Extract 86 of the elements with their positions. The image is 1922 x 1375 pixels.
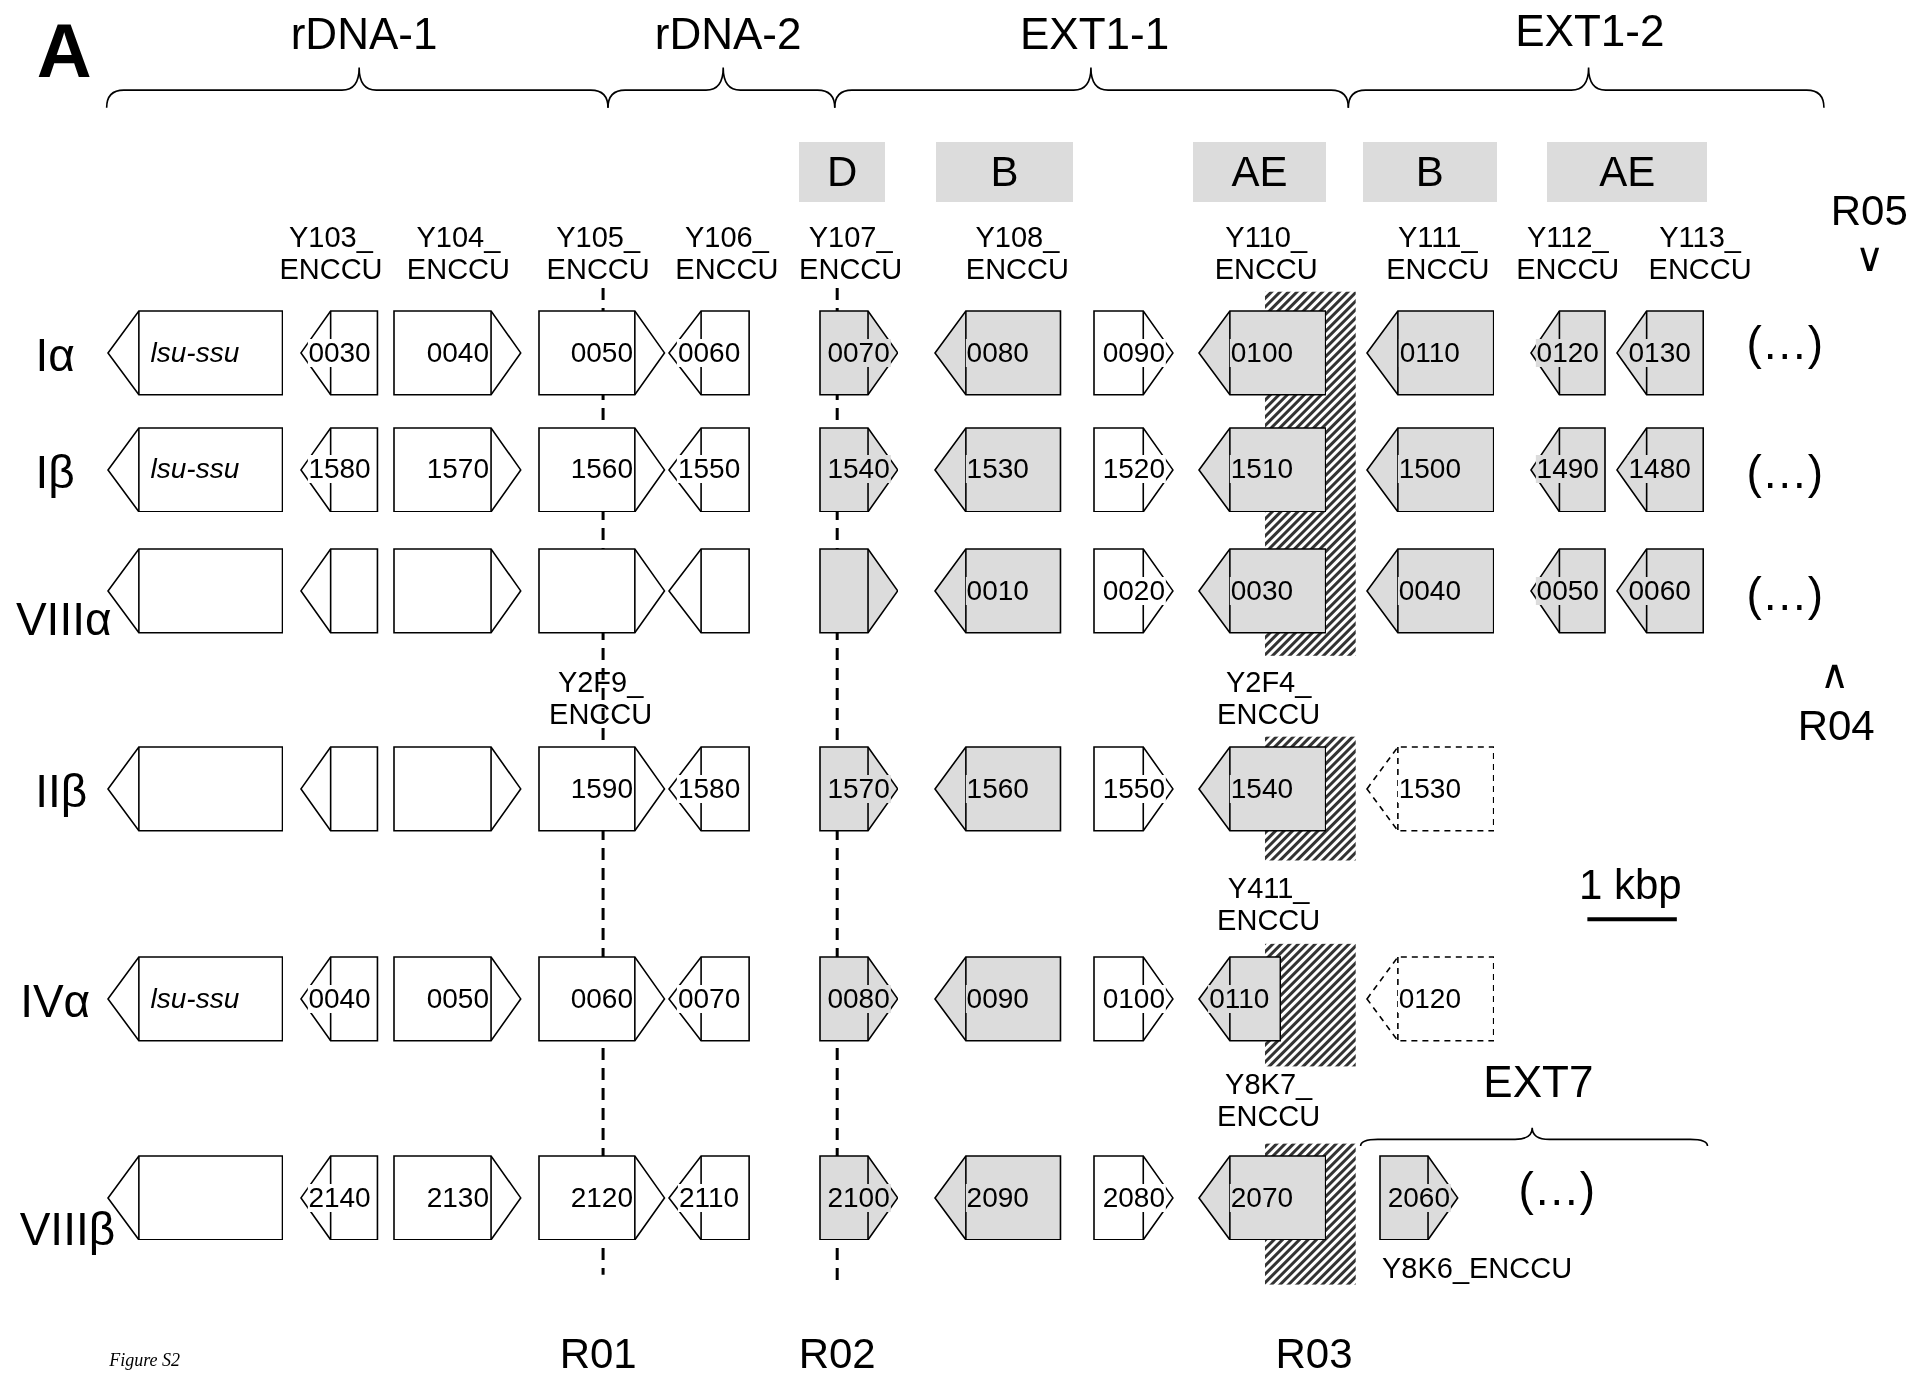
gene-id: 2090 xyxy=(965,1183,1030,1212)
gene-id: 1550 xyxy=(676,455,742,484)
gene-name: Y2F9_ ENCCU xyxy=(549,666,653,731)
gene-id: 1540 xyxy=(826,455,891,484)
domain-label: AE xyxy=(1546,142,1708,203)
ellipsis: (…) xyxy=(1746,317,1823,369)
strain-label: IVα xyxy=(20,976,91,1027)
gene-id: 0040 xyxy=(1397,576,1462,605)
gene-id: 0030 xyxy=(307,339,372,367)
gene-name: Y2F4_ ENCCU xyxy=(1217,666,1321,731)
gene-id: 2100 xyxy=(826,1183,891,1212)
region-title: rDNA-1 xyxy=(290,10,438,59)
strain-label: Iα xyxy=(35,330,75,381)
gene-id: 0010 xyxy=(965,576,1030,605)
gene-id: 1560 xyxy=(965,775,1030,804)
gene-id: 1540 xyxy=(1229,775,1295,804)
region-label: R02 xyxy=(798,1331,876,1375)
panel-letter: A xyxy=(36,9,92,94)
gene-id: 2070 xyxy=(1229,1183,1295,1212)
region-label: R05 xyxy=(1830,187,1908,234)
domain-label: B xyxy=(936,142,1073,203)
gene-name: Y8K7_ ENCCU xyxy=(1217,1068,1321,1133)
gene-id: 1510 xyxy=(1229,455,1295,484)
region-label: R04 xyxy=(1797,702,1875,749)
gene-name: Y105_ ENCCU xyxy=(546,221,650,286)
caret-mark: ∨ xyxy=(1854,235,1884,280)
gene-id: 2140 xyxy=(307,1183,372,1212)
gene-id: 0070 xyxy=(826,339,891,367)
region-title: rDNA-2 xyxy=(654,10,802,59)
scale-label: 1 kbp xyxy=(1578,861,1682,909)
gene-id: 0080 xyxy=(965,339,1030,367)
strain-label: Iβ xyxy=(35,446,75,498)
gene-name: Y104_ ENCCU xyxy=(406,221,510,286)
gene-id: 1520 xyxy=(1101,455,1166,484)
gene-id: 1580 xyxy=(676,775,742,804)
gene-id: 0050 xyxy=(1535,576,1600,605)
gene-id: 0080 xyxy=(826,985,891,1013)
gene-id: 0120 xyxy=(1535,339,1600,367)
figure-label: Figure S2 xyxy=(109,1350,181,1371)
gene-id: 0030 xyxy=(1229,576,1295,605)
region-label: R03 xyxy=(1275,1331,1353,1375)
gene-name: Y112_ ENCCU xyxy=(1516,221,1620,286)
gene-id: 0070 xyxy=(676,985,742,1013)
gene-name: Y111_ ENCCU xyxy=(1386,221,1490,286)
gene-id: 2060 xyxy=(1386,1183,1451,1212)
ellipsis: (…) xyxy=(1746,446,1823,498)
gene-id: 0130 xyxy=(1627,339,1692,367)
gene-name: Y107_ ENCCU xyxy=(799,221,903,286)
strain-label: VIIIα xyxy=(15,593,112,645)
gene-name: Y106_ ENCCU xyxy=(675,221,779,286)
gene-id: 0100 xyxy=(1229,339,1295,367)
ellipsis: (…) xyxy=(1746,569,1823,620)
strain-label: VIIIβ xyxy=(19,1204,116,1255)
domain-label: D xyxy=(799,142,885,203)
gene-id: 0060 xyxy=(676,339,742,367)
gene-id: 1490 xyxy=(1535,455,1600,484)
gene-name: Y113_ ENCCU xyxy=(1648,221,1752,286)
gene-name: Y8K6_ENCCU xyxy=(1381,1252,1573,1285)
gene-id: 0040 xyxy=(307,985,372,1013)
region-title: EXT1-2 xyxy=(1515,6,1665,55)
ellipsis: (…) xyxy=(1518,1163,1596,1215)
gene-id: 0060 xyxy=(1627,576,1692,605)
gene-id: 1580 xyxy=(307,455,372,484)
gene-id: 1570 xyxy=(826,775,891,804)
gene-id: 0100 xyxy=(1101,985,1166,1013)
gene-id: 2080 xyxy=(1101,1183,1166,1212)
gene-name: Y110_ ENCCU xyxy=(1214,221,1318,286)
gene-id: 0020 xyxy=(1101,576,1166,605)
gene-id: 1530 xyxy=(965,455,1030,484)
gene-id: 1550 xyxy=(1101,775,1166,804)
gene-name: Y103_ ENCCU xyxy=(279,221,383,286)
gene-name: Y108_ ENCCU xyxy=(965,221,1069,286)
gene-id: 1500 xyxy=(1397,455,1462,484)
gene-id: 0090 xyxy=(1101,339,1166,367)
region-title: EXT1-1 xyxy=(1020,10,1170,59)
gene-id: 1480 xyxy=(1627,455,1692,484)
domain-label: AE xyxy=(1192,142,1327,203)
region-label: R01 xyxy=(559,1331,637,1375)
caret-mark: ∧ xyxy=(1820,652,1850,697)
gene-id: 2110 xyxy=(678,1183,741,1212)
region-title: EXT7 xyxy=(1483,1058,1594,1107)
gene-id: 0110 xyxy=(1208,985,1271,1013)
domain-label: B xyxy=(1363,142,1497,203)
gene-id: 0090 xyxy=(965,985,1030,1013)
gene-name: Y411_ ENCCU xyxy=(1217,872,1321,937)
strain-label: IIβ xyxy=(35,765,88,816)
